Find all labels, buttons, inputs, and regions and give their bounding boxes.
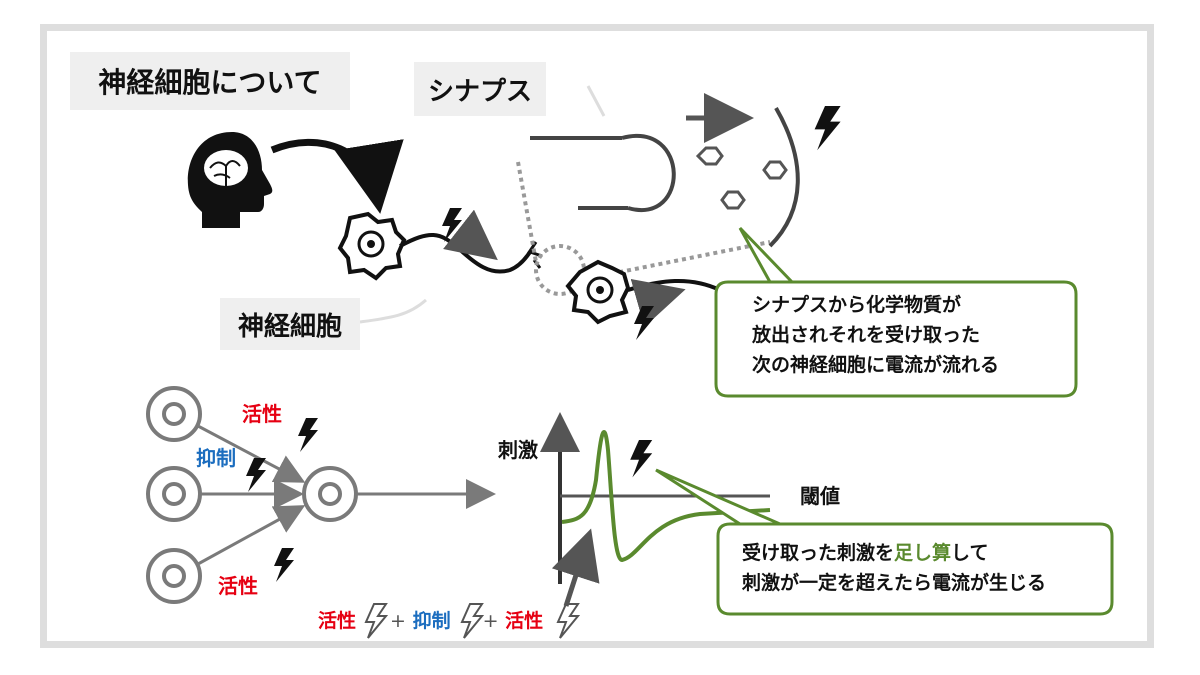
lightning-icon-bottom: [274, 548, 294, 582]
callout-bottom-line1-pre: 受け取った刺激を: [742, 542, 895, 564]
lightning-icon-top: [298, 418, 318, 452]
lightning-icon-2: [634, 306, 654, 340]
callout-bottom-box: [655, 468, 1114, 616]
graph-lightning-icon: [630, 440, 653, 478]
input-top-label: 活性: [242, 402, 282, 426]
callout-bottom-line1-post: して: [951, 542, 989, 564]
formula-term3: 活性: [505, 610, 544, 632]
formula-term1: 活性: [318, 610, 357, 632]
axon-1: [399, 232, 532, 274]
formula-plus1: +: [390, 610, 406, 632]
callout-bottom-text: 受け取った刺激を足し算して 刺激が一定を超えたら電流が生じる: [742, 538, 1102, 598]
synapse-lightning-icon: [814, 106, 841, 151]
signal-arrow: [443, 209, 498, 261]
synapse-detail: [530, 107, 800, 248]
neuron-1-icon: [337, 211, 407, 281]
page-title: 神経細胞について: [70, 52, 350, 110]
callout-top-text: シナプスから化学物質が 放出されそれを受け取った 次の神経細胞に電流が流れる: [752, 290, 1052, 380]
input-neurons: [146, 386, 358, 604]
neuron-2-icon: [565, 259, 631, 325]
stimulus-graph: [540, 412, 771, 607]
input-middle-label: 抑制: [196, 446, 236, 470]
input-connections: [197, 424, 496, 566]
formula: 活性 + 抑制 + 活性: [318, 606, 543, 633]
signal-arrow-2: [630, 278, 686, 328]
callout-top-line2: 放出されそれを受け取った: [752, 324, 981, 346]
callout-top-box: [714, 226, 1078, 398]
lightning-icon-middle: [246, 458, 266, 492]
callout-bottom-emphasis: 足し算: [894, 542, 952, 564]
graph-y-label: 刺激: [498, 438, 538, 462]
callout-top-line3: 次の神経細胞に電流が流れる: [752, 354, 1000, 376]
neurotransmitter-molecules: [695, 146, 788, 210]
callout-bottom-line1: 受け取った刺激を足し算して: [742, 538, 1102, 568]
formula-lightning-3: [557, 603, 579, 639]
axon-2: [627, 279, 721, 292]
input-bottom-label: 活性: [218, 574, 258, 598]
callout-top-line1: シナプスから化学物質が: [752, 294, 962, 316]
threshold-label: 閾値: [800, 484, 840, 508]
formula-plus2: +: [482, 610, 499, 632]
head-to-neuron-arrow: [270, 138, 404, 214]
synapse-label: シナプス: [414, 62, 546, 116]
formula-term2: 抑制: [412, 610, 451, 632]
head-brain-icon: [187, 132, 273, 228]
neuron-label: 神経細胞: [220, 298, 360, 350]
callout-bottom-line2: 刺激が一定を超えたら電流が生じる: [742, 572, 1047, 594]
